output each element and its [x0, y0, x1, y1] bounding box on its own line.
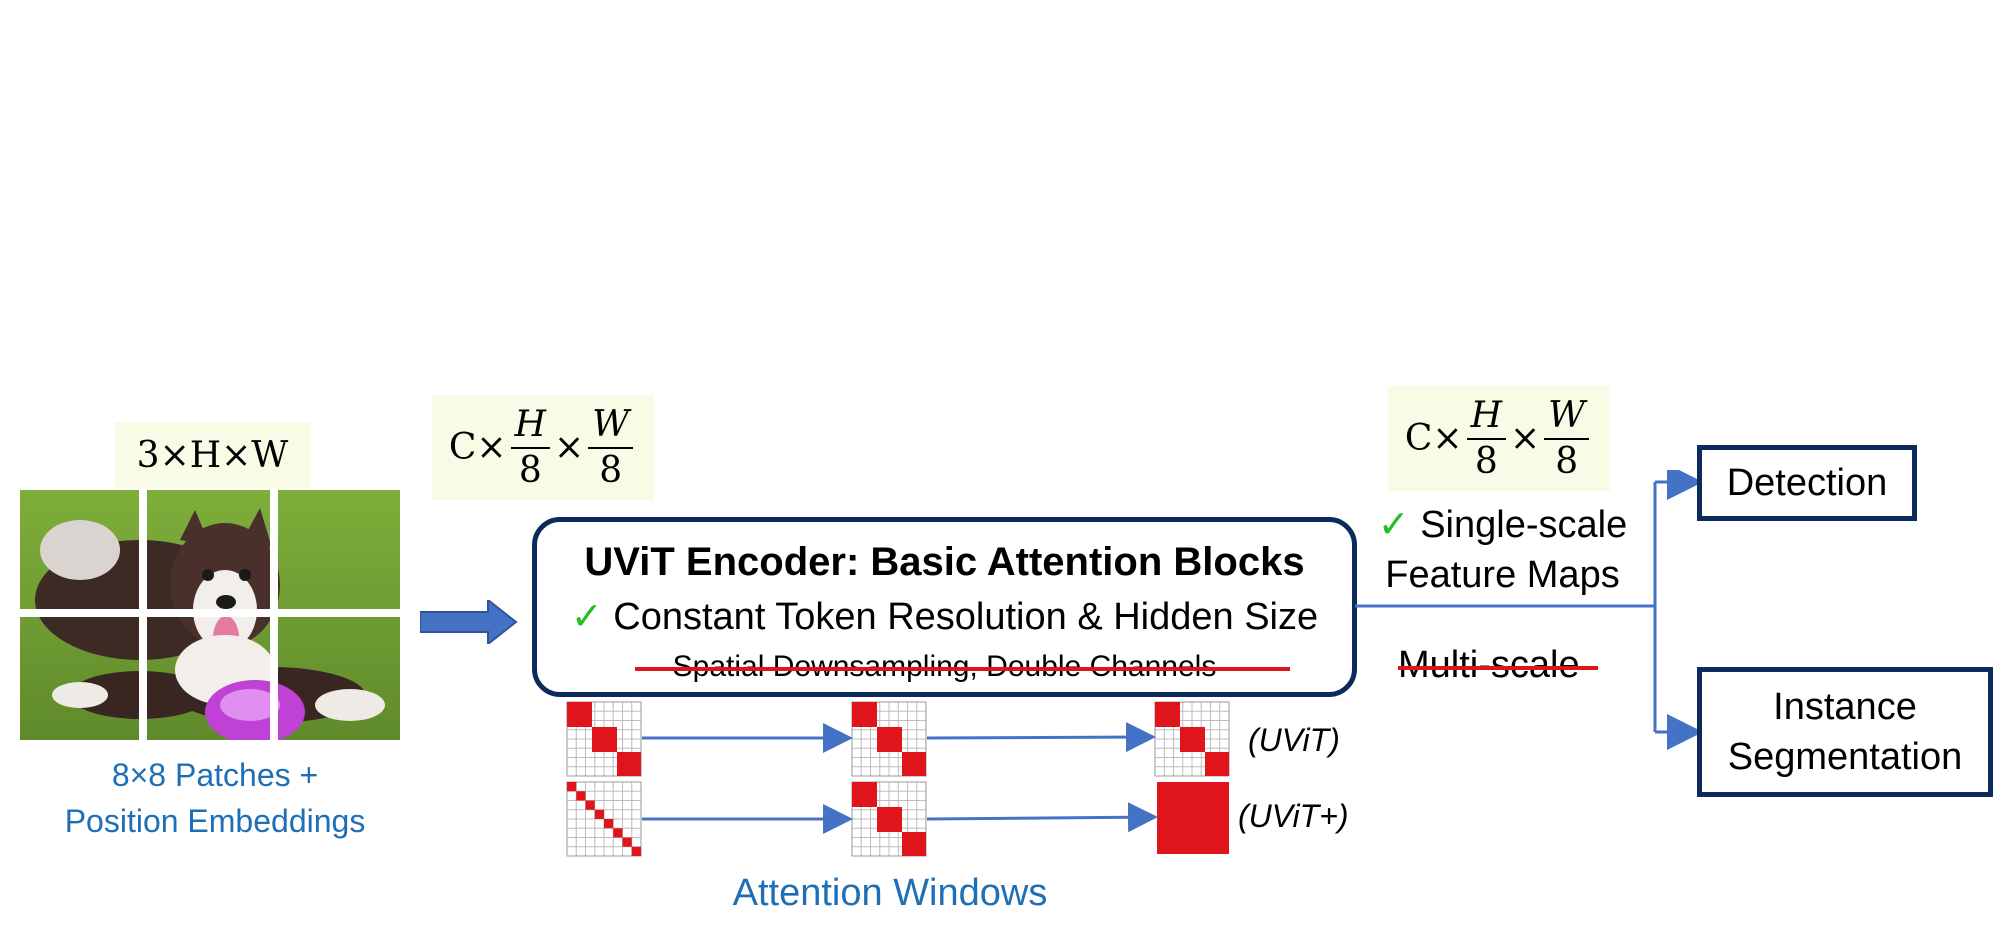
token-shape-frac-w: W 8 [588, 403, 634, 493]
encoder-struck-wrap: Spatial Downsampling, Double Channels [634, 650, 1290, 684]
token-shape-num-h: H [514, 403, 546, 445]
input-shape-formula: 3×H×W [115, 422, 310, 488]
encoder-check-icon: ✓ [570, 596, 603, 638]
segmentation-line2: Segmentation [1727, 736, 1963, 778]
uvit-matrix-2 [851, 701, 927, 777]
output-struck-wrap: Multi-scale [1398, 644, 1598, 687]
instance-segmentation-box: Instance Segmentation [1697, 667, 1993, 797]
output-shape-num-w: W [1548, 394, 1586, 436]
output-line1: Single-scale [1420, 504, 1628, 546]
detection-label: Detection [1726, 462, 1888, 504]
output-check-icon: ✓ [1377, 504, 1410, 546]
token-shape-num-w: W [592, 403, 630, 445]
encoder-feature-text: Constant Token Resolution & Hidden Size [613, 596, 1319, 638]
uvitplus-arrow-2 [926, 802, 1158, 833]
input-image-dog [20, 490, 400, 740]
output-line2: Feature Maps [1385, 554, 1620, 596]
encoder-struck-text: Spatial Downsampling, Double Channel [673, 650, 1202, 683]
output-struck-text: Multi-scale [1398, 644, 1580, 686]
token-shape-formula: C× H 8 × W 8 [432, 395, 654, 500]
uvit-matrix-3 [1154, 701, 1230, 777]
input-caption-line2: Position Embeddings [64, 803, 366, 839]
encoder-title: UViT Encoder: Basic Attention Blocks [584, 540, 1305, 584]
output-shape-frac-w: W 8 [1544, 394, 1590, 484]
output-shape-formula: C× H 8 × W 8 [1388, 386, 1610, 491]
uvit-row-label: (UViT) [1248, 722, 1340, 758]
encoder-struck-row: Spatial Downsampling, Double Channels [537, 650, 1352, 684]
token-shape-den-h: 8 [518, 449, 542, 491]
attention-windows-caption: Attention Windows [732, 872, 1048, 914]
output-line1-row: ✓ Single-scale [1370, 500, 1635, 550]
output-shape-frac-h: H 8 [1466, 394, 1506, 484]
output-connectors [1355, 470, 1703, 750]
uvitplus-matrix-2 [851, 781, 927, 857]
token-shape-times: × [553, 427, 585, 468]
output-strikethrough [1398, 666, 1598, 670]
uvit-arrow-2 [926, 722, 1156, 753]
encoder-strikethrough [634, 667, 1290, 671]
output-shape-prefix: C× [1404, 418, 1463, 459]
uvitplus-matrix-3 [1157, 782, 1229, 854]
output-feature-text: ✓ Single-scale Feature Maps [1370, 500, 1635, 600]
input-shape-text: 3×H×W [136, 434, 289, 476]
segmentation-line1: Instance [1773, 686, 1917, 728]
token-shape-den-w: 8 [599, 449, 623, 491]
patch-grid-h1 [20, 609, 400, 617]
uvit-matrix-1 [566, 701, 642, 777]
attention-windows-diagram [566, 701, 1230, 857]
uvit-encoder-box: UViT Encoder: Basic Attention Blocks ✓ C… [532, 517, 1357, 697]
token-shape-prefix: C× [448, 427, 507, 468]
output-shape-num-h: H [1470, 394, 1502, 436]
input-caption-line1: 8×8 Patches + [111, 757, 319, 793]
dog-illustration [20, 490, 400, 740]
input-caption: 8×8 Patches + Position Embeddings [20, 752, 410, 844]
output-shape-den-h: 8 [1474, 440, 1498, 482]
encoder-struck-tail: s [1201, 650, 1216, 683]
token-shape-frac-h: H 8 [510, 403, 550, 493]
uvitplus-matrix-1 [566, 781, 642, 857]
uvitplus-row-label: (UViT+) [1238, 798, 1349, 834]
encoder-feature-row: ✓ Constant Token Resolution & Hidden Siz… [537, 594, 1352, 639]
output-shape-den-w: 8 [1555, 440, 1579, 482]
output-shape-times: × [1509, 418, 1541, 459]
detection-box: Detection [1697, 445, 1917, 521]
input-to-encoder-arrow [420, 600, 518, 644]
